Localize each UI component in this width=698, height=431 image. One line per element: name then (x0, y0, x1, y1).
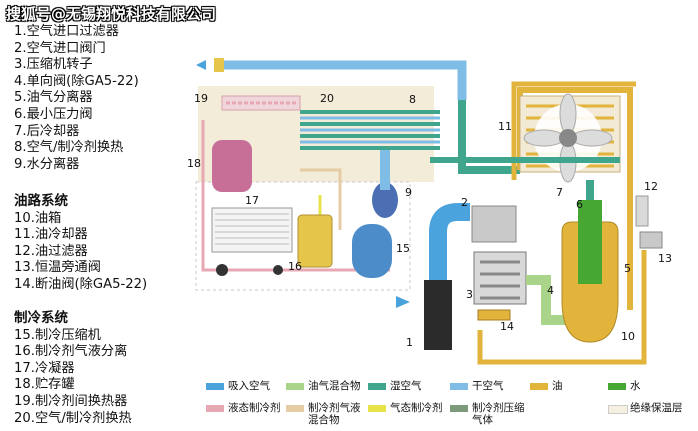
mixed-refrigerant-line (300, 168, 342, 230)
oil-item: 14.断油阀(除GA5-22) (14, 276, 148, 292)
legend-label: 气态制冷剂 (390, 402, 443, 414)
ref-item: 15.制冷压缩机 (14, 327, 101, 343)
refrigeration-compressor (352, 224, 392, 278)
air-item: 7.后冷却器 (14, 123, 80, 139)
legend-label: 吸入空气 (228, 380, 270, 392)
oil-section-list: 油路系统 10.油箱 11.油冷却器 12.油过滤器 13.恒温旁通阀 14.断… (14, 193, 147, 294)
callout-4: 4 (547, 284, 554, 297)
callout-5: 5 (624, 262, 631, 275)
legend-swatch (206, 405, 224, 412)
callout-8: 8 (409, 93, 416, 106)
callout-16: 16 (288, 260, 302, 273)
callout-2: 2 (461, 196, 468, 209)
ref-item: 16.制冷剂气液分离 (14, 344, 128, 360)
legend-label: 水 (630, 380, 641, 392)
condenser (211, 207, 293, 253)
refrigerant-heat-exchanger (221, 95, 301, 111)
intake-air-duct (429, 203, 470, 318)
callout-3: 3 (466, 288, 473, 301)
legend-swatch (368, 405, 386, 412)
oil-stop-valve (477, 309, 511, 321)
legend-swatch (286, 383, 304, 390)
air-item: 2.空气进口阀门 (14, 40, 106, 56)
storage-tank (212, 140, 252, 192)
inlet-valve (471, 205, 517, 243)
callout-15: 15 (396, 242, 410, 255)
oil-air-mixture-pipe (526, 275, 580, 325)
callout-12: 12 (644, 180, 658, 193)
oil-item: 13.恒温旁通阀 (14, 260, 101, 276)
callout-7: 7 (556, 186, 563, 199)
oil-item: 11.油冷却器 (14, 227, 88, 243)
dry-air-outlet-pipe (222, 60, 467, 100)
oil-filter (635, 195, 649, 227)
legend-label: 油 (552, 380, 563, 392)
ref-item: 20.空气/制冷剂换热 (14, 410, 132, 426)
watermark: 搜狐号@无锡翔悦科技有限公司 (6, 5, 217, 23)
legend-swatch (608, 383, 626, 390)
liquid-refrigerant-line (201, 120, 390, 272)
dry-air-coils (300, 116, 440, 144)
callout-13: 13 (658, 252, 672, 265)
callout-1: 1 (406, 336, 413, 349)
callout-11: 11 (498, 120, 512, 133)
air-item: 1.空气进口过滤器 (14, 24, 119, 39)
air-item: 9.水分离器 (14, 156, 80, 172)
min-pressure-valve-column (578, 200, 602, 284)
air-intake-filter (424, 280, 452, 350)
refrigerant-separator (297, 214, 333, 268)
legend-swatch (608, 405, 628, 414)
air-section-list: 1.空气进口过滤器 2.空气进口阀门 3.压缩机转子 4.单向阀(除GA5-22… (14, 24, 139, 173)
oil-item: 10.油箱 (14, 210, 62, 226)
air-item: 3.压缩机转子 (14, 57, 93, 73)
outlet-valve (214, 58, 224, 72)
air-item: 4.单向阀(除GA5-22) (14, 73, 139, 89)
legend-label: 干空气 (472, 380, 504, 392)
oil-return-line (477, 250, 647, 365)
wet-air-pipe (458, 100, 520, 174)
callout-17: 17 (245, 194, 259, 207)
legend-label: 油气混合物 (308, 380, 361, 392)
legend-swatch (368, 383, 386, 390)
callout-19: 19 (194, 92, 208, 105)
legend-label: 制冷剂气液混合物 (308, 402, 361, 426)
legend-swatch (530, 383, 548, 390)
air-item: 5.油气分离器 (14, 90, 93, 106)
air-item: 8.空气/制冷剂换热 (14, 140, 124, 156)
callout-14: 14 (500, 320, 514, 333)
legend-swatch (206, 383, 224, 390)
callout-20: 20 (320, 92, 334, 105)
fan-motor-icon (216, 264, 228, 276)
ref-item: 19.制冷剂间换热器 (14, 393, 128, 409)
legend-swatch (450, 383, 468, 390)
callout-9: 9 (405, 186, 412, 199)
legend-label: 湿空气 (390, 380, 422, 392)
callout-10: 10 (621, 330, 635, 343)
ref-item: 17.冷凝器 (14, 360, 75, 376)
ref-item: 18.贮存罐 (14, 377, 75, 393)
thermostat-bypass-valve (639, 231, 663, 249)
legend-swatch (286, 405, 304, 412)
ref-section-list: 制冷系统 15.制冷压缩机 16.制冷剂气液分离 17.冷凝器 18.贮存罐 1… (14, 310, 132, 427)
water-separator (372, 182, 398, 218)
legend-label: 制冷剂压缩气体 (472, 402, 525, 426)
legend-label: 液态制冷剂 (228, 402, 281, 414)
air-item: 6.最小压力阀 (14, 106, 93, 122)
legend-swatch (450, 405, 468, 412)
compressor-rotor (473, 251, 527, 305)
outlet-arrow (196, 60, 206, 70)
refrigeration-frame (195, 181, 411, 291)
oil-section-title: 油路系统 (14, 193, 68, 209)
legend-label: 绝缘保温层 (630, 402, 683, 414)
ref-section-title: 制冷系统 (14, 310, 68, 326)
oil-item: 12.油过滤器 (14, 243, 88, 259)
callout-18: 18 (187, 157, 201, 170)
air-refrigerant-exchanger-coils (300, 110, 440, 150)
callout-6: 6 (576, 198, 583, 211)
